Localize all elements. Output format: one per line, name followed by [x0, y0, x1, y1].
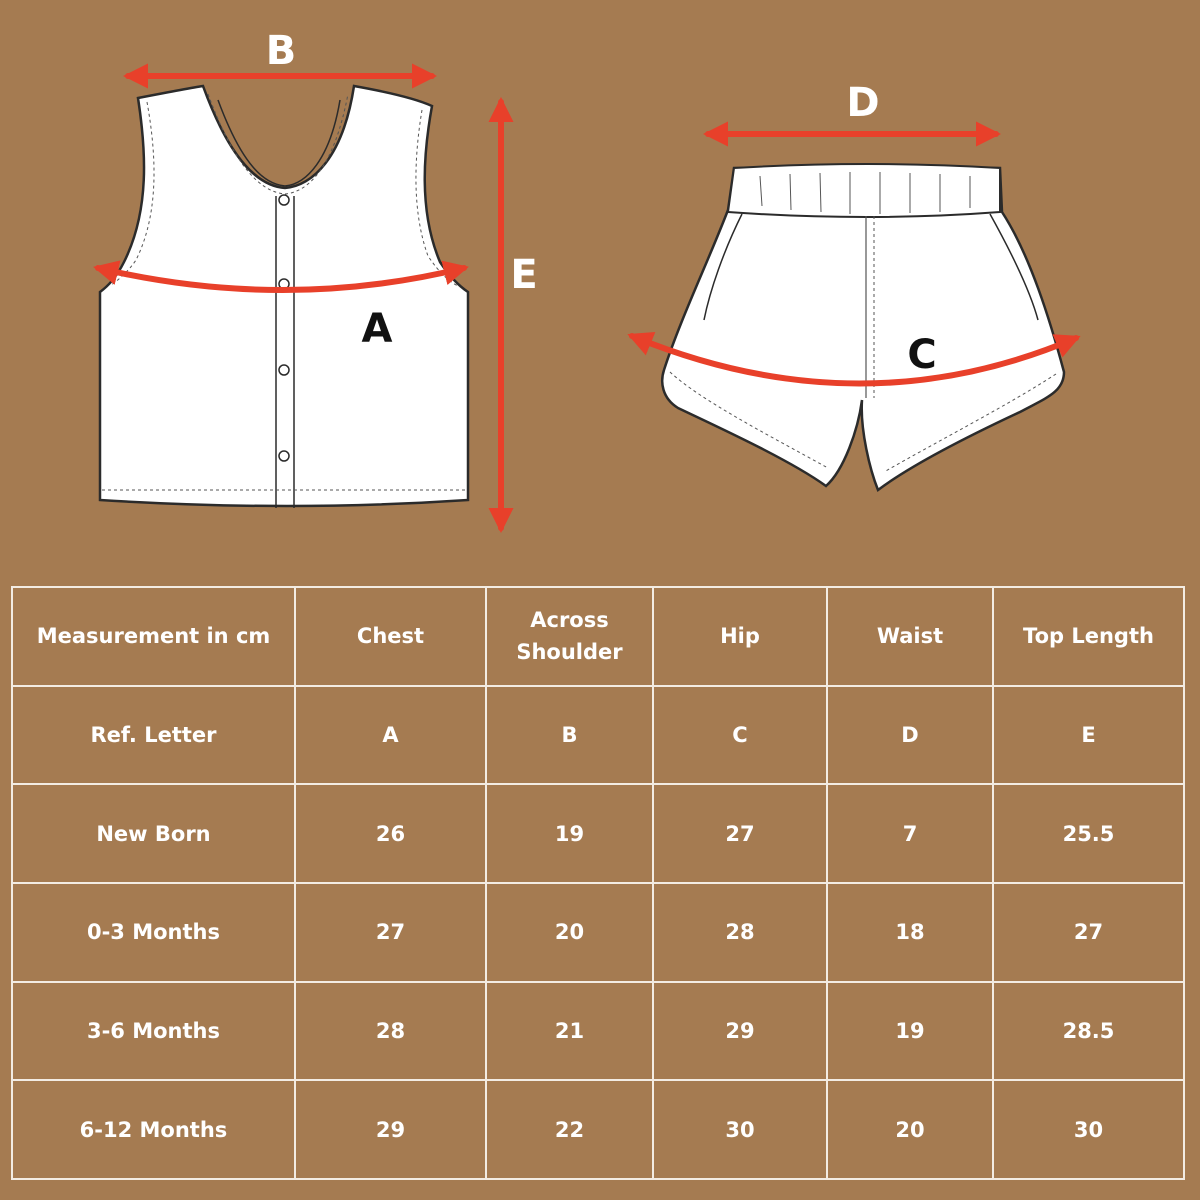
vest-button — [278, 450, 290, 462]
table-cell: 28 — [294, 980, 487, 1082]
table-cell: Ref. Letter — [11, 684, 296, 786]
table-cell: B — [485, 684, 654, 786]
shorts-right-pocket — [989, 213, 1039, 321]
table-cell: 25.5 — [992, 783, 1185, 884]
table-row-ref-letter: Ref. Letter A B C D E — [11, 684, 1185, 786]
table-cell: 27 — [294, 881, 487, 983]
table-row-6-12-months: 6-12 Months 29 22 30 20 30 — [11, 1079, 1185, 1180]
table-cell: 19 — [826, 980, 994, 1082]
shorts-left-pocket — [703, 213, 743, 321]
table-cell: 28 — [652, 881, 828, 983]
table-row-3-6-months: 3-6 Months 28 21 29 19 28.5 — [11, 980, 1185, 1082]
arrow-hip — [627, 332, 1081, 387]
table-cell: 19 — [485, 783, 654, 884]
arrow-chest — [93, 260, 469, 293]
table-cell: 27 — [652, 783, 828, 884]
shorts-waistband — [726, 163, 1001, 218]
header-top-length: Top Length — [992, 586, 1185, 687]
table-cell: 20 — [826, 1079, 994, 1180]
shorts-waistband-gathers — [759, 172, 971, 214]
table-cell: A — [294, 684, 487, 786]
table-cell: 22 — [485, 1079, 654, 1180]
vest-button — [278, 194, 290, 206]
shorts-body — [661, 166, 1066, 492]
table-cell: 27 — [992, 881, 1185, 983]
table-cell: 30 — [652, 1079, 828, 1180]
table-cell: 30 — [992, 1079, 1185, 1180]
table-row-0-3-months: 0-3 Months 27 20 28 18 27 — [11, 881, 1185, 983]
vest-illustration — [98, 84, 470, 508]
vest-left-armhole-stitch — [109, 101, 155, 287]
header-measurement: Measurement in cm — [11, 586, 296, 687]
table-cell: 29 — [294, 1079, 487, 1180]
table-header-row: Measurement in cm Chest Across Shoulder … — [11, 586, 1185, 687]
label-e: E — [510, 252, 537, 298]
size-chart-table: Measurement in cm Chest Across Shoulder … — [11, 586, 1185, 1180]
table-row-new-born: New Born 26 19 27 7 25.5 — [11, 783, 1185, 884]
shorts-illustration — [661, 163, 1066, 492]
vest-right-armhole-stitch — [415, 109, 459, 287]
vest-body — [98, 84, 470, 508]
table-cell: D — [826, 684, 994, 786]
table-cell: 3-6 Months — [11, 980, 296, 1082]
table-cell: 26 — [294, 783, 487, 884]
table-cell: 21 — [485, 980, 654, 1082]
vest-neckline-trim — [217, 99, 341, 187]
label-d: D — [846, 80, 879, 126]
label-c: C — [907, 332, 936, 378]
table-cell: New Born — [11, 783, 296, 884]
table-cell: E — [992, 684, 1185, 786]
header-chest: Chest — [294, 586, 487, 687]
table-cell: 6-12 Months — [11, 1079, 296, 1180]
table-cell: C — [652, 684, 828, 786]
header-hip: Hip — [652, 586, 828, 687]
vest-button — [278, 364, 290, 376]
table-cell: 18 — [826, 881, 994, 983]
header-across-shoulder: Across Shoulder — [485, 586, 654, 687]
table-cell: 20 — [485, 881, 654, 983]
vest-neckline-stitch — [207, 93, 349, 195]
table-cell: 29 — [652, 980, 828, 1082]
table-cell: 7 — [826, 783, 994, 884]
table-cell: 28.5 — [992, 980, 1185, 1082]
label-a: A — [362, 306, 393, 352]
measurement-diagram: B A E D C — [93, 28, 1081, 534]
header-waist: Waist — [826, 586, 994, 687]
table-cell: 0-3 Months — [11, 881, 296, 983]
label-b: B — [266, 28, 297, 74]
